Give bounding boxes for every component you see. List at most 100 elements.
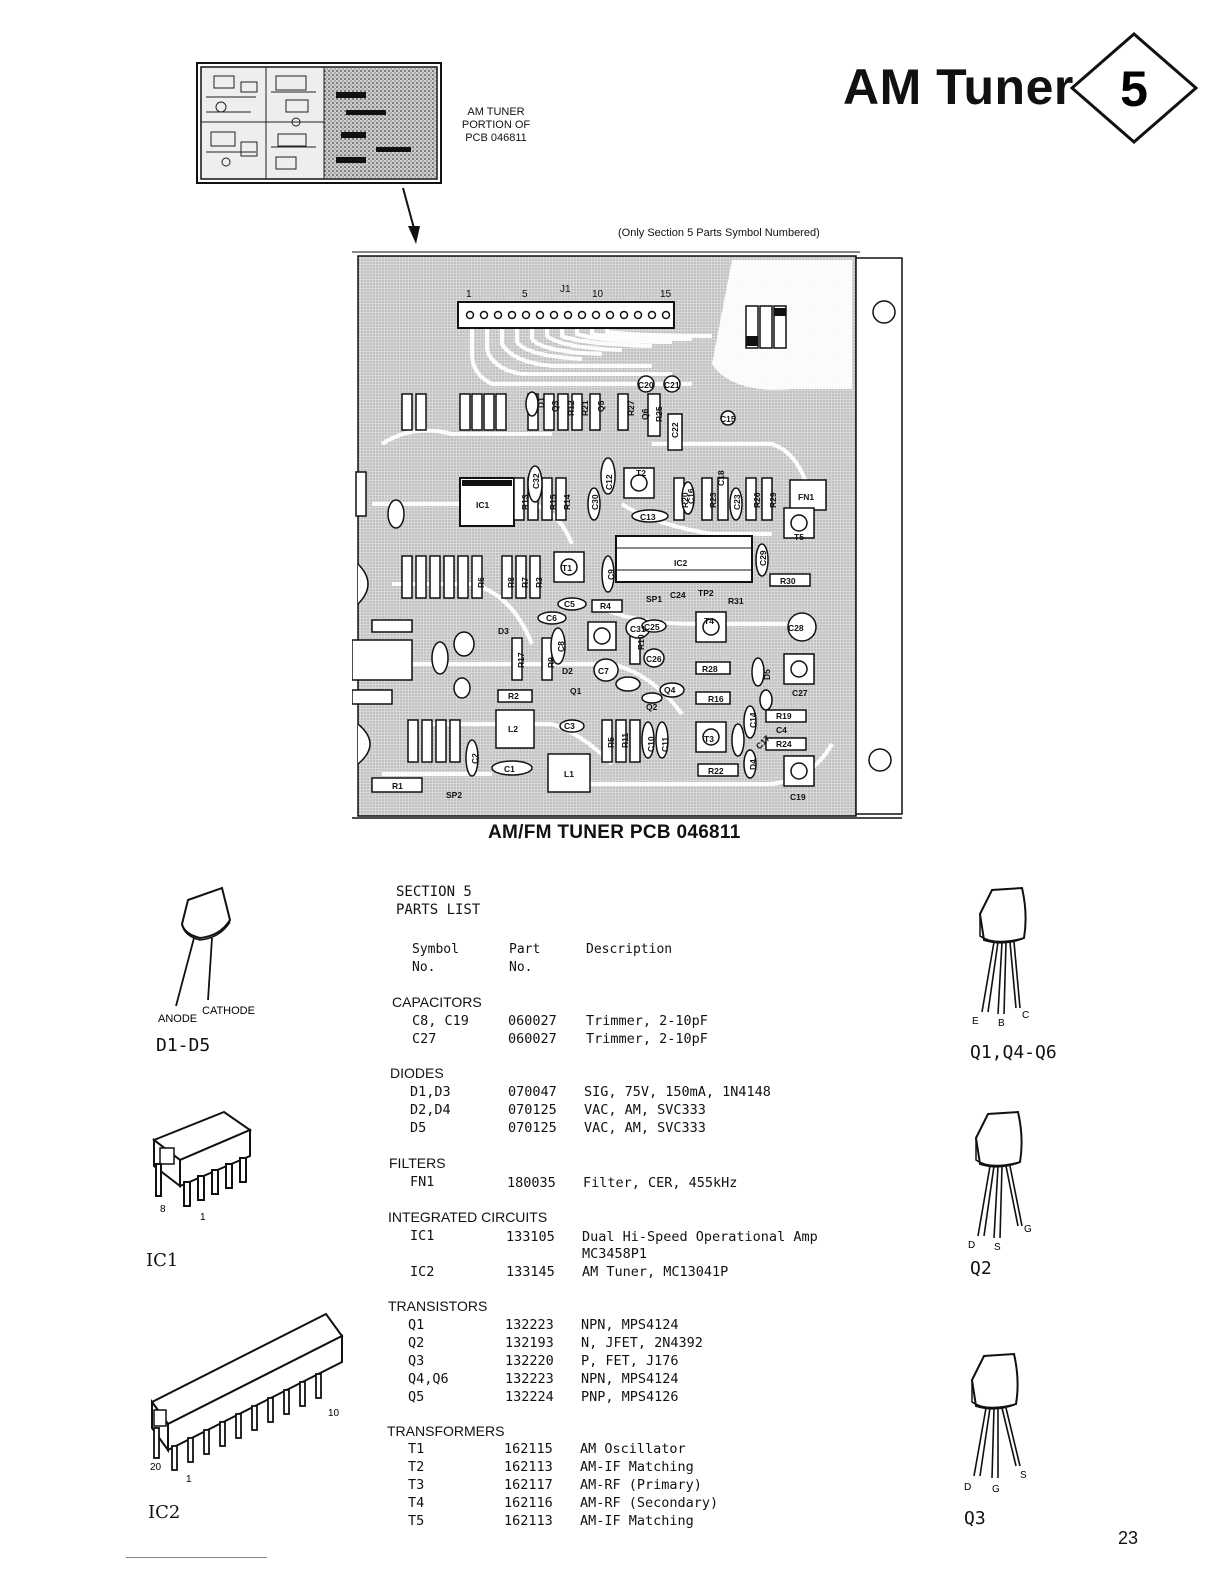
thumbnail-label: AM TUNER PORTION OF PCB 046811 bbox=[456, 106, 536, 145]
pcb-label: R3 bbox=[534, 577, 544, 588]
pcb-label: C15 bbox=[720, 414, 736, 424]
part-symbol: T3 bbox=[408, 1477, 425, 1493]
transistor-q2-illustration: D S G bbox=[968, 1110, 1032, 1253]
transistor-q1-label: Q1,Q4-Q6 bbox=[970, 1042, 1057, 1063]
part-description: NPN, MPS4124 bbox=[581, 1317, 679, 1333]
pcb-label: C27 bbox=[792, 688, 808, 698]
pcb-label: R6 bbox=[476, 577, 486, 588]
part-description: Trimmer, 2-10pF bbox=[586, 1013, 708, 1029]
pcb-caption: AM/FM TUNER PCB 046811 bbox=[488, 822, 741, 843]
cathode-label: CATHODE bbox=[202, 1005, 255, 1017]
footer-divider bbox=[126, 1557, 267, 1558]
part-number: 162113 bbox=[504, 1459, 553, 1475]
pcb-label: T2 bbox=[636, 468, 646, 478]
pin-label-b: B bbox=[998, 1018, 1005, 1029]
part-symbol: T2 bbox=[408, 1459, 425, 1475]
pcb-label: R20 bbox=[680, 492, 690, 508]
group-integrated-circuits: INTEGRATED CIRCUITS bbox=[388, 1209, 548, 1225]
part-number: 133145 bbox=[506, 1264, 555, 1280]
parts-list-subtitle: PARTS LIST bbox=[396, 902, 481, 918]
col-symbol-header: Symbol bbox=[412, 942, 459, 957]
ic2-pin-label: 20 bbox=[150, 1462, 162, 1473]
part-number: 162115 bbox=[504, 1441, 553, 1457]
pcb-label: R12 bbox=[566, 400, 576, 416]
pcb-label: C6 bbox=[546, 613, 557, 623]
pcb-label: R14 bbox=[562, 494, 572, 510]
pcb-label: Q1 bbox=[570, 686, 582, 696]
pcb-label: R24 bbox=[776, 739, 792, 749]
part-number: 132224 bbox=[505, 1389, 554, 1405]
pcb-label: R27 bbox=[626, 400, 636, 416]
connector-pin-label: 5 bbox=[522, 289, 528, 300]
pcb-thumbnail bbox=[196, 62, 442, 184]
part-number: 133105 bbox=[506, 1229, 555, 1245]
pcb-label: D4 bbox=[748, 759, 758, 770]
part-symbol: D1,D3 bbox=[410, 1084, 451, 1100]
pcb-label: R5 bbox=[606, 737, 616, 748]
pcb-label: C3 bbox=[564, 721, 575, 731]
pointer-arrow bbox=[402, 187, 420, 244]
pcb-label: R26 bbox=[752, 492, 762, 508]
part-symbol: T1 bbox=[408, 1441, 425, 1457]
part-number: 070125 bbox=[508, 1120, 557, 1136]
part-number: 162117 bbox=[504, 1477, 553, 1493]
pcb-label: SP2 bbox=[446, 790, 462, 800]
page-number: 23 bbox=[1118, 1528, 1139, 1548]
pcb-label: C28 bbox=[788, 623, 804, 633]
group-filters: FILTERS bbox=[389, 1155, 446, 1171]
pcb-label: R13 bbox=[520, 494, 530, 510]
pcb-label: R25 bbox=[654, 406, 664, 422]
pcb-label: C7 bbox=[598, 666, 609, 676]
part-number: 060027 bbox=[508, 1013, 557, 1029]
part-number: 180035 bbox=[507, 1175, 556, 1191]
transistor-q1-illustration: E B C bbox=[972, 886, 1029, 1029]
pcb-label: Q6 bbox=[640, 408, 650, 420]
pcb-label: R2 bbox=[508, 691, 519, 701]
page-title: AM Tuner bbox=[843, 59, 1074, 115]
pcb-label: C22 bbox=[670, 422, 680, 438]
part-number: 162116 bbox=[504, 1495, 553, 1511]
pcb-label: R1 bbox=[392, 781, 403, 791]
pcb-label: C9 bbox=[606, 569, 616, 580]
pin-label-g: G bbox=[1024, 1224, 1032, 1235]
part-symbol: D5 bbox=[410, 1120, 427, 1136]
pcb-label: C16 bbox=[686, 488, 696, 504]
col-part-header: Part bbox=[509, 942, 541, 957]
pcb-note: (Only Section 5 Parts Symbol Numbered) bbox=[618, 227, 820, 239]
connector-pin-label: 1 bbox=[466, 289, 472, 300]
part-description: MC3458P1 bbox=[582, 1246, 648, 1262]
pcb-label: C4 bbox=[776, 725, 787, 735]
pin-label-g: G bbox=[992, 1484, 1000, 1495]
part-symbol: IC2 bbox=[410, 1264, 435, 1280]
pcb-label: C19 bbox=[790, 792, 806, 802]
part-description: AM-IF Matching bbox=[580, 1459, 694, 1475]
part-number: 162113 bbox=[504, 1513, 553, 1529]
pcb-label: R23 bbox=[708, 492, 718, 508]
part-description: AM-RF (Primary) bbox=[580, 1477, 702, 1493]
part-number: 060027 bbox=[508, 1031, 557, 1047]
pcb-label: R17 bbox=[516, 652, 526, 668]
pcb-label: C32 bbox=[531, 473, 541, 489]
pcb-label: R19 bbox=[776, 711, 792, 721]
pcb-label: C25 bbox=[644, 622, 660, 632]
pcb-label: R30 bbox=[780, 576, 796, 586]
part-symbol: C27 bbox=[412, 1031, 437, 1047]
part-description: AM Oscillator bbox=[580, 1441, 686, 1457]
part-description: PNP, MPS4126 bbox=[581, 1389, 679, 1405]
ic2-illustration: 20 1 10 bbox=[150, 1312, 344, 1485]
pcb-label: R29 bbox=[768, 492, 778, 508]
pcb-label: Q2 bbox=[646, 702, 658, 712]
pcb-label: Q5 bbox=[596, 400, 606, 412]
transistor-q3-illustration: D G S bbox=[964, 1352, 1027, 1495]
pcb-label: C24 bbox=[670, 590, 686, 600]
part-number: 070125 bbox=[508, 1102, 557, 1118]
part-number: 070047 bbox=[508, 1084, 557, 1100]
part-number: 132220 bbox=[505, 1353, 554, 1369]
pcb-label: C2 bbox=[470, 753, 480, 764]
pin-label-e: E bbox=[972, 1016, 979, 1027]
part-description: VAC, AM, SVC333 bbox=[584, 1120, 706, 1136]
section-number: 5 bbox=[1120, 61, 1148, 117]
pcb-label: R10 bbox=[636, 634, 646, 650]
part-symbol: Q1 bbox=[408, 1317, 425, 1333]
